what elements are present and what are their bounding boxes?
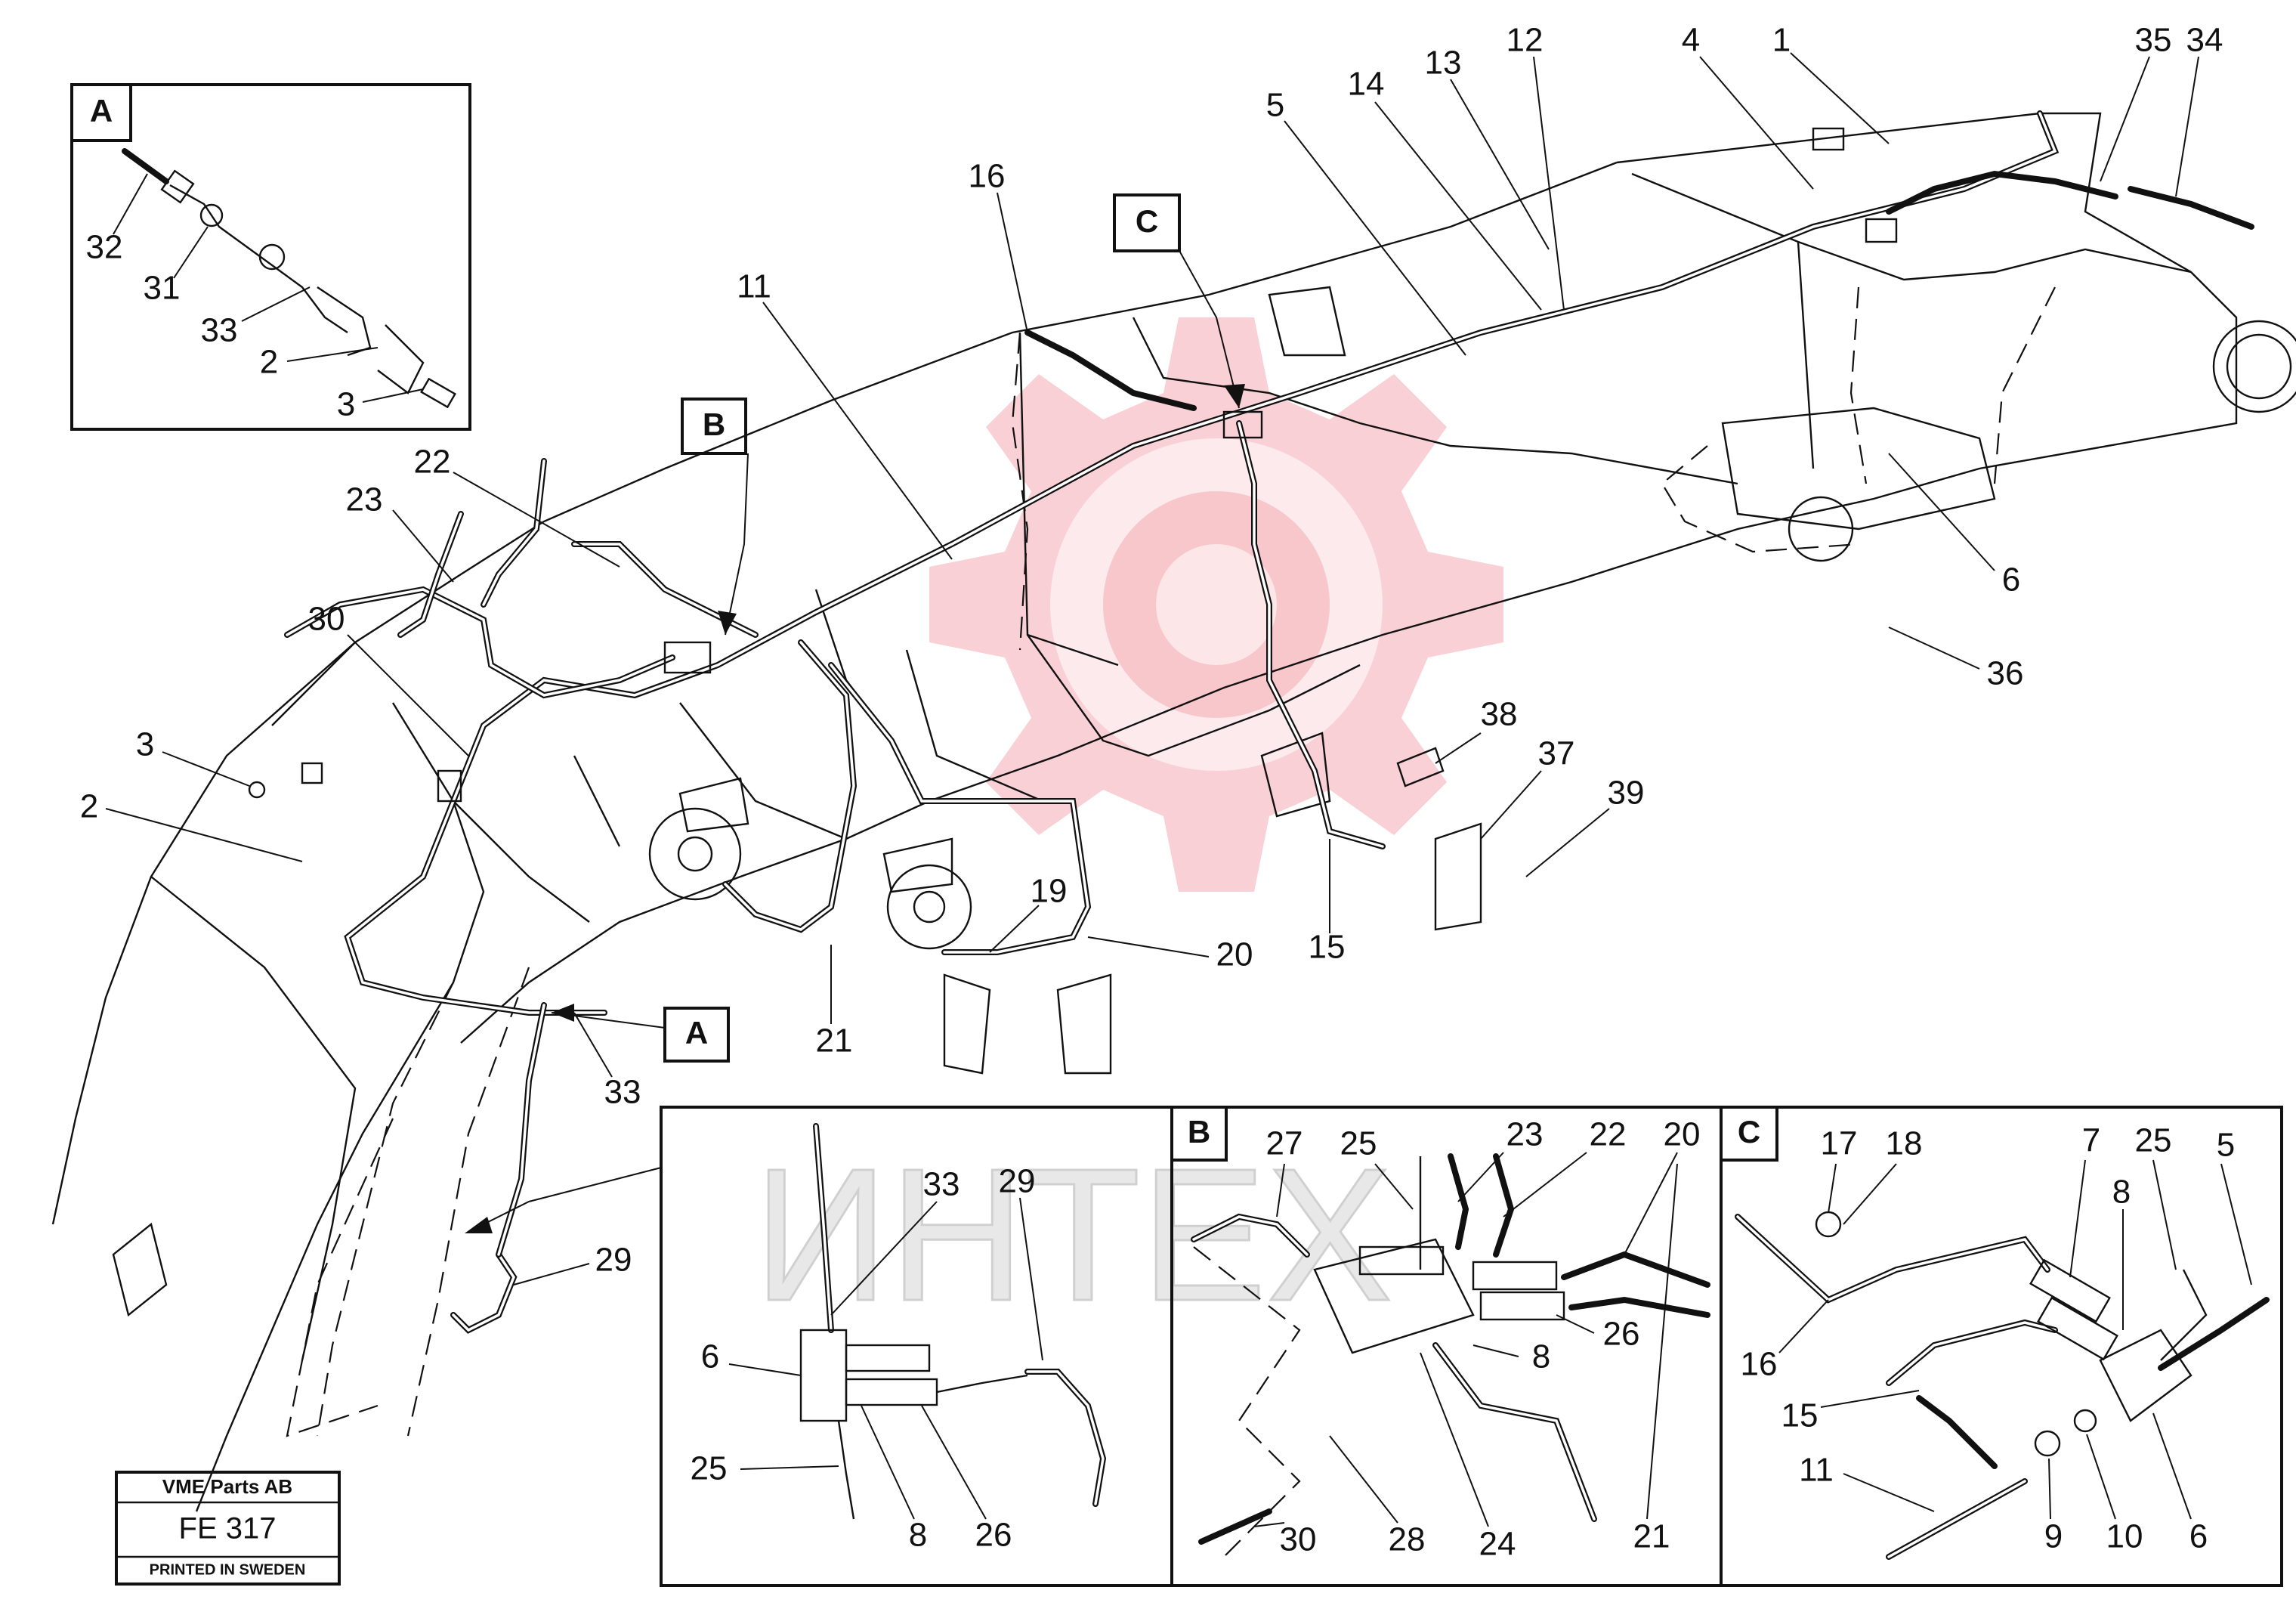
view-marker-b: B <box>681 398 749 636</box>
detail-c-callout-18: 18 <box>1886 1125 1923 1162</box>
detail-6-callout-25: 25 <box>691 1450 728 1487</box>
svg-text:C: C <box>1738 1114 1760 1149</box>
svg-text:B: B <box>1188 1114 1210 1149</box>
detail-view-b: B 27 25 23 22 20 8 26 28 30 24 <box>1170 1106 1723 1587</box>
callout-29: 29 <box>595 1242 632 1279</box>
callout-37: 37 <box>1538 735 1575 772</box>
detail-a-callout-31: 31 <box>144 270 181 307</box>
detail-b-callout-8: 8 <box>1532 1338 1550 1375</box>
detail-b-callout-27: 27 <box>1266 1125 1303 1162</box>
svg-text:B: B <box>703 407 725 442</box>
detail-c-callout-5: 5 <box>2217 1127 2235 1164</box>
boom-outline <box>51 112 2296 1512</box>
callout-15: 15 <box>1309 929 1346 966</box>
main-callouts: 1 2 3 4 5 6 11 12 13 14 15 16 19 20 21 2… <box>80 22 2223 1286</box>
callout-3: 3 <box>136 726 154 763</box>
callout-16: 16 <box>969 158 1006 195</box>
title-block: VME Parts AB FE 317 PRINTED IN SWEDEN <box>115 1471 341 1586</box>
title-drawing-number: FE 317 <box>179 1512 277 1545</box>
callout-14: 14 <box>1348 66 1385 103</box>
detail-c-callout-15: 15 <box>1781 1397 1819 1434</box>
callout-1: 1 <box>1772 22 1791 59</box>
detail-b-callout-28: 28 <box>1389 1521 1426 1558</box>
detail-6-callout-6: 6 <box>701 1338 719 1375</box>
title-printed: PRINTED IN SWEDEN <box>150 1561 306 1578</box>
watermark-gear-logo <box>929 317 1503 892</box>
callout-22: 22 <box>414 444 451 481</box>
detail-a-callout-32: 32 <box>86 229 123 266</box>
detail-c-callout-25: 25 <box>2135 1122 2172 1159</box>
detail-c-callout-17: 17 <box>1821 1125 1858 1162</box>
callout-23: 23 <box>346 481 383 518</box>
detail-b-callout-20: 20 <box>1664 1116 1701 1153</box>
detail-c-callout-8: 8 <box>2112 1174 2131 1211</box>
callout-13: 13 <box>1425 45 1462 82</box>
hydraulic-lines <box>248 110 2254 1334</box>
detail-b-callout-30: 30 <box>1280 1521 1317 1558</box>
detail-c-callout-16: 16 <box>1741 1346 1778 1383</box>
detail-c-callout-9: 9 <box>2044 1518 2063 1555</box>
detail-c-callout-7: 7 <box>2082 1122 2100 1159</box>
detail-b-callout-24: 24 <box>1479 1526 1516 1563</box>
detail-view-a: A 32 31 33 2 3 <box>70 83 471 431</box>
callout-35: 35 <box>2135 22 2172 59</box>
callout-12: 12 <box>1506 22 1544 59</box>
detail-a-callout-33: 33 <box>201 312 238 349</box>
detail-b-callout-25: 25 <box>1340 1125 1377 1162</box>
callout-30: 30 <box>308 601 345 638</box>
detail-b-callout-23: 23 <box>1506 1116 1544 1153</box>
callout-11: 11 <box>737 268 771 305</box>
detail-view-c: C 17 18 7 25 5 8 16 15 11 9 10 <box>1720 1106 2283 1587</box>
detail-c-callout-6: 6 <box>2189 1518 2208 1555</box>
svg-text:C: C <box>1136 203 1158 239</box>
callout-4: 4 <box>1682 22 1700 59</box>
callout-19: 19 <box>1031 873 1068 910</box>
callout-20: 20 <box>1216 936 1253 973</box>
callout-38: 38 <box>1481 696 1518 733</box>
callout-5: 5 <box>1266 87 1284 124</box>
callout-34: 34 <box>2186 22 2223 59</box>
svg-text:A: A <box>685 1015 708 1050</box>
detail-b-callout-26: 26 <box>1603 1316 1640 1353</box>
callout-2: 2 <box>80 788 98 825</box>
detail-a-callout-3: 3 <box>337 386 355 423</box>
title-company: VME Parts AB <box>162 1475 292 1498</box>
detail-a-callout-2: 2 <box>260 344 278 381</box>
view-marker-c: C <box>1113 193 1245 409</box>
detail-c-callout-10: 10 <box>2106 1518 2143 1555</box>
detail-b-callout-22: 22 <box>1590 1116 1627 1153</box>
detail-6-callout-33: 33 <box>923 1166 960 1203</box>
watermark-text: ИНТЕХ <box>753 1129 1392 1340</box>
callout-6: 6 <box>2002 562 2020 599</box>
detail-6-callout-8: 8 <box>909 1517 927 1554</box>
callout-36: 36 <box>1987 655 2024 692</box>
callout-33-main: 33 <box>604 1074 641 1111</box>
detail-b-callout-21: 21 <box>1633 1518 1670 1555</box>
callout-21: 21 <box>816 1023 853 1060</box>
svg-text:A: A <box>90 93 113 128</box>
callout-39: 39 <box>1608 775 1645 812</box>
detail-6-callout-26: 26 <box>975 1517 1012 1554</box>
detail-c-callout-11: 11 <box>1799 1452 1834 1489</box>
view-marker-a: A <box>551 1004 730 1063</box>
detail-6-callout-29: 29 <box>999 1163 1036 1200</box>
